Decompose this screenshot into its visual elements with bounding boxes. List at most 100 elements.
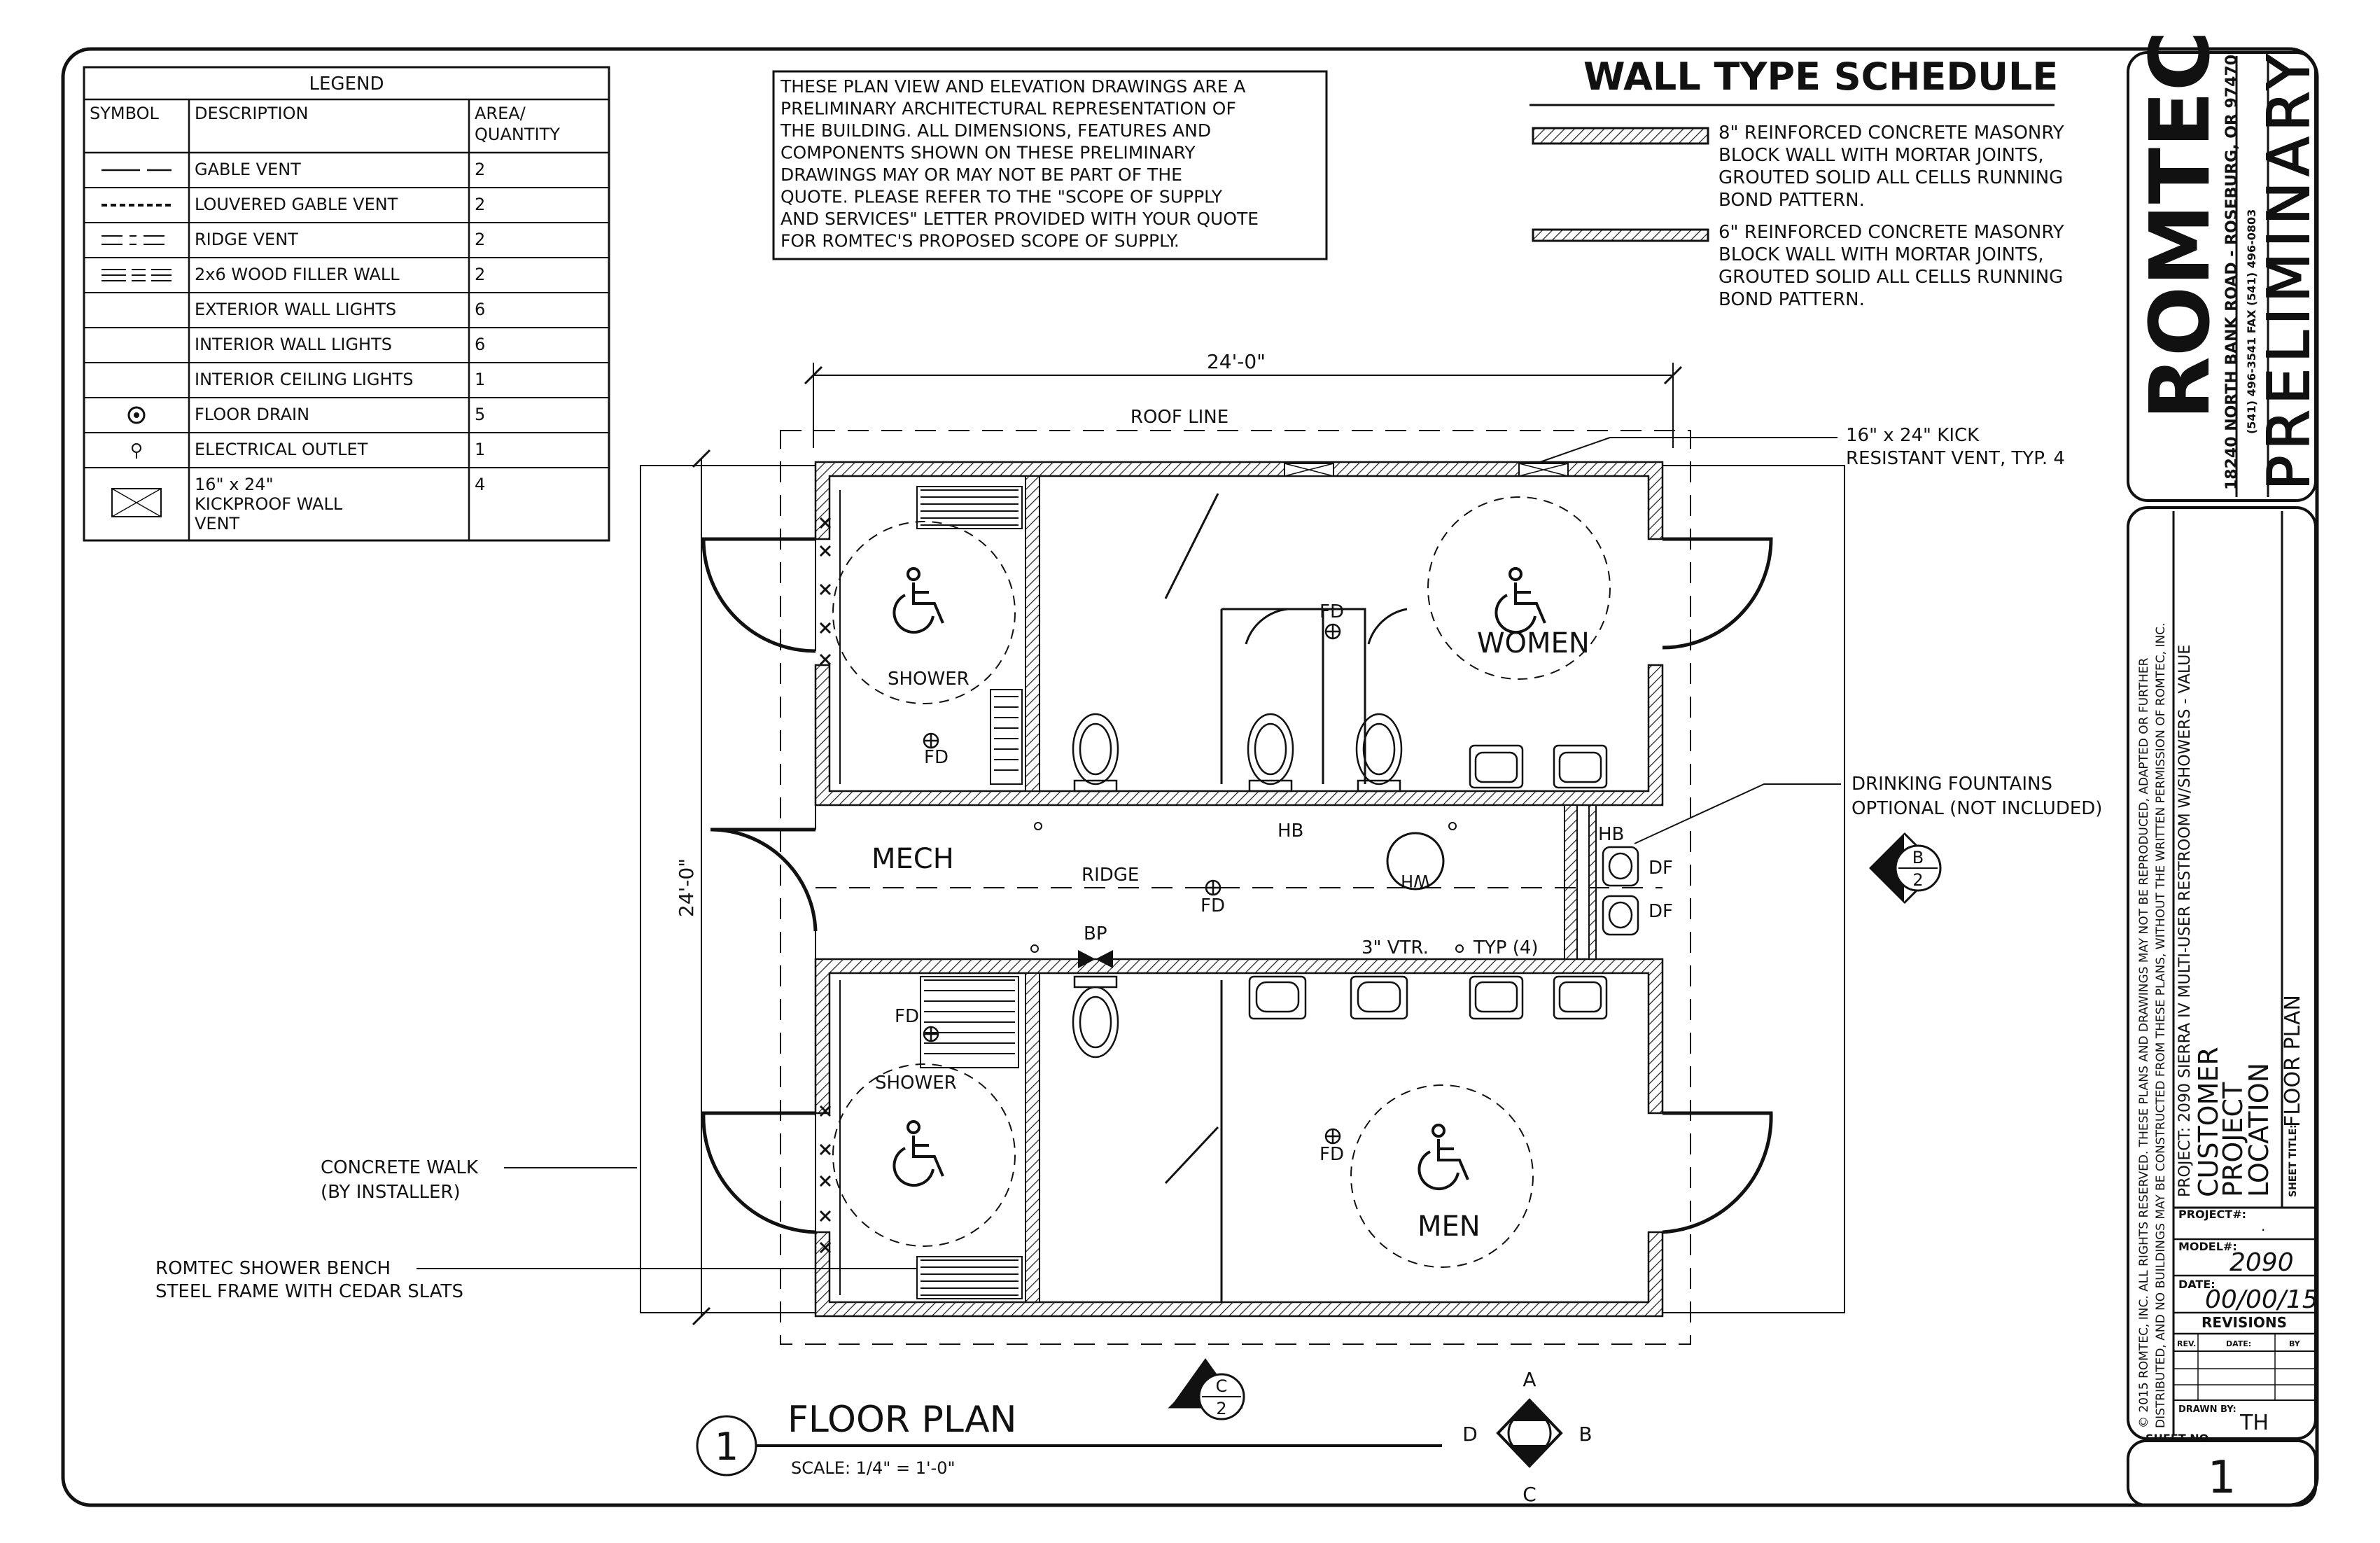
wall-type-6in-swatch: [1532, 228, 1709, 242]
legend-quantity: 2: [475, 160, 485, 179]
wall-schedule-title: WALL TYPE SCHEDULE: [1583, 55, 2058, 99]
kickproof-vent-icon: [111, 488, 162, 517]
legend-quantity: 4: [475, 475, 485, 494]
note-line: PRELIMINARY ARCHITECTURAL REPRESENTATION…: [780, 99, 1236, 119]
section-c-number: 2: [1216, 1399, 1226, 1418]
callout-walk-1: CONCRETE WALK: [321, 1157, 479, 1178]
legend-description: INTERIOR CEILING LIGHTS: [195, 370, 413, 389]
legend-header-qty-1: AREA/: [475, 104, 526, 123]
company-address: 18240 NORTH BANK ROAD - ROSEBURG, OR 974…: [2223, 55, 2241, 490]
callout-walk-2: (BY INSTALLER): [321, 1182, 461, 1203]
wheelchair-icon: [1418, 1124, 1469, 1191]
note-line: THE BUILDING. ALL DIMENSIONS, FEATURES A…: [780, 120, 1211, 141]
section-c-letter: C: [1216, 1376, 1228, 1396]
note-line: FOR ROMTEC'S PROPOSED SCOPE OF SUPPLY.: [780, 231, 1180, 251]
men-room-label: MEN: [1418, 1210, 1480, 1243]
callout-kick-vent-2: RESISTANT VENT, TYP. 4: [1846, 448, 2065, 469]
drawing-title: 1 FLOOR PLAN SCALE: 1/4" = 1'-0": [696, 1399, 1442, 1478]
legend-quantity: 1: [475, 370, 485, 389]
fd-label: FD: [1320, 601, 1344, 622]
ridge-vent-icon: [102, 235, 172, 245]
fd-label: FD: [895, 1006, 919, 1027]
legend-row: GABLE VENT 2: [84, 160, 609, 188]
legend-description: 2x6 WOOD FILLER WALL: [195, 265, 400, 284]
legend-row: EXTERIOR WALL LIGHTS 6: [84, 300, 609, 328]
mech-room-label: MECH: [872, 843, 954, 875]
drawing-title-text: FLOOR PLAN: [788, 1399, 1017, 1441]
legend-header-qty-2: QUANTITY: [475, 125, 560, 144]
sheet-no-value: 1: [2208, 1452, 2236, 1504]
legend-description: 16" x 24": [195, 475, 274, 494]
legend-header-description: DESCRIPTION: [195, 104, 308, 123]
wall-type-description: BLOCK WALL WITH MORTAR JOINTS,: [1718, 244, 2044, 265]
floor-drain-icon: [127, 406, 146, 424]
note-line: AND SERVICES" LETTER PROVIDED WITH YOUR …: [780, 209, 1259, 229]
turning-circle: [832, 521, 1016, 704]
by-col: BY: [2289, 1339, 2301, 1348]
fd-label: FD: [924, 747, 948, 768]
project-no-value: .: [2261, 1217, 2265, 1234]
water-heater: [1386, 832, 1445, 891]
bp-label: BP: [1084, 923, 1107, 944]
note-line: COMPONENTS SHOWN ON THESE PRELIMINARY: [780, 143, 1196, 163]
vtr-label: 3" VTR.: [1362, 937, 1429, 958]
elevation-key-compass: A B C D: [1462, 1368, 1592, 1506]
compass-d: D: [1462, 1423, 1478, 1446]
legend-header-symbol: SYMBOL: [90, 104, 160, 123]
section-b-letter: B: [1912, 848, 1924, 867]
drawing-scale: SCALE: 1/4" = 1'-0": [791, 1458, 955, 1478]
legend-table: LEGEND SYMBOL DESCRIPTION AREA/ QUANTITY…: [83, 66, 610, 542]
callout-drinking-2: OPTIONAL (NOT INCLUDED): [1851, 798, 2102, 819]
date-value: 00/00/15: [2205, 1285, 2318, 1314]
legend-description: INTERIOR WALL LIGHTS: [195, 335, 392, 354]
legend-quantity: 2: [475, 230, 485, 249]
shower-label: SHOWER: [888, 669, 969, 690]
compass-c: C: [1522, 1483, 1536, 1506]
section-marker-c: C 2: [1168, 1358, 1245, 1420]
fd-label: FD: [1320, 1144, 1344, 1165]
legend-quantity: 6: [475, 300, 485, 319]
legend-description: RIDGE VENT: [195, 230, 298, 249]
ridge-label: RIDGE: [1082, 865, 1139, 886]
sheet-title-label: SHEET TITLE:: [2288, 1124, 2299, 1197]
callout-drinking-1: DRINKING FOUNTAINS: [1851, 774, 2052, 795]
shower-bench: [839, 486, 1023, 1299]
customer-name: CUSTOMER: [2193, 1047, 2224, 1197]
turning-circle: [1350, 1084, 1534, 1268]
legend-row: INTERIOR CEILING LIGHTS 1: [84, 370, 609, 398]
legend-description: EXTERIOR WALL LIGHTS: [195, 300, 396, 319]
turning-circle: [832, 1063, 1016, 1247]
date-label: DATE:: [2178, 1278, 2216, 1291]
revisions-label: REVISIONS: [2202, 1314, 2287, 1331]
copyright-line-2: DISTRIBUTED, AND NO BUILDINGS MAY BE CON…: [2154, 623, 2168, 1428]
note-line: DRAWINGS MAY OR MAY NOT BE PART OF THE: [780, 165, 1182, 185]
project-no-label: PROJECT#:: [2178, 1208, 2246, 1221]
wall-type-schedule: WALL TYPE SCHEDULE 8" REINFORCED CONCRET…: [1530, 55, 2064, 310]
sheet-no-label: SHEET NO.: [2146, 1432, 2213, 1445]
wall-type-description: BOND PATTERN.: [1718, 190, 1865, 211]
legend-title: LEGEND: [309, 74, 384, 95]
legend-description: GABLE VENT: [195, 160, 301, 179]
fd-label: FD: [1200, 895, 1225, 916]
section-marker-b: B 2: [1869, 832, 1942, 905]
drawn-by-label: DRAWN BY:: [2178, 1404, 2236, 1415]
compass-a: A: [1522, 1368, 1536, 1391]
company-phone: (541) 496-3541 FAX (541) 496-0803: [2245, 209, 2258, 434]
wall-type-description: 6" REINFORCED CONCRETE MASONRY: [1718, 222, 2064, 243]
wall-type-description: BLOCK WALL WITH MORTAR JOINTS,: [1718, 145, 2044, 166]
wheelchair-icon: [892, 1120, 944, 1187]
model-label: MODEL#:: [2178, 1240, 2237, 1253]
legend-quantity: 2: [475, 195, 485, 214]
date-col: DATE:: [2226, 1339, 2251, 1348]
legend-quantity: 5: [475, 405, 485, 424]
preliminary-stamp: PRELIMINARY: [2256, 49, 2323, 490]
dimension-height: 24'-0": [675, 858, 698, 917]
legend-description: FLOOR DRAIN: [195, 405, 309, 424]
callout-kick-vent-1: 16" x 24" KICK: [1846, 425, 1980, 446]
callout-bench-1: ROMTEC SHOWER BENCH: [155, 1258, 391, 1279]
drinking-fountain: [1602, 846, 1639, 936]
preliminary-note: THESE PLAN VIEW AND ELEVATION DRAWINGS A…: [772, 70, 1328, 260]
